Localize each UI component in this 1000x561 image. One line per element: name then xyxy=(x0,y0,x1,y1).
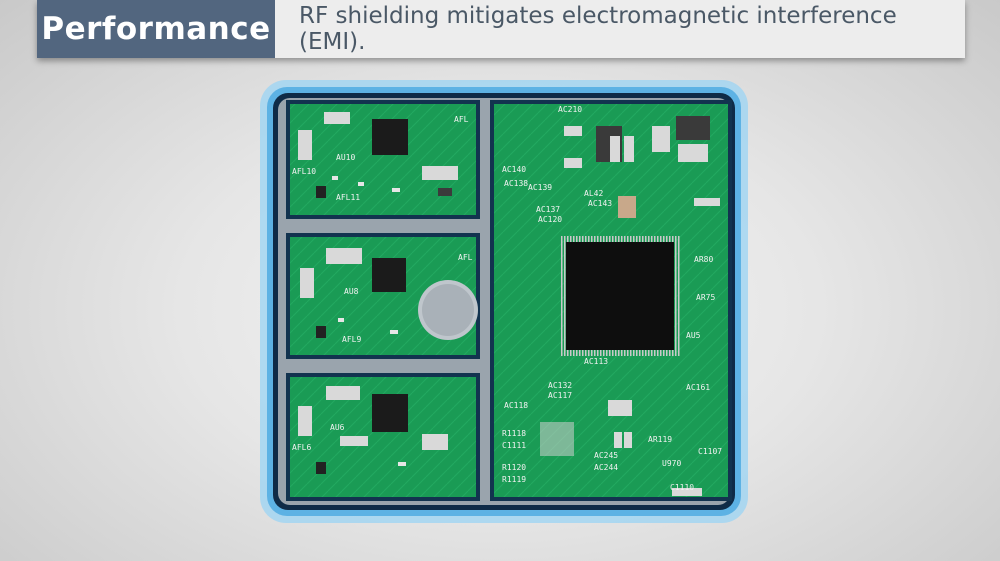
section-subtitle: RF shielding mitigates electromagnetic i… xyxy=(275,0,965,58)
section-title: Performance xyxy=(37,0,275,58)
silk-label: AC139 xyxy=(528,183,552,192)
silk-label: AFL xyxy=(458,253,473,262)
silk-label: U970 xyxy=(662,459,681,468)
silk-label: AU5 xyxy=(686,331,701,340)
silk-label: AC161 xyxy=(686,383,710,392)
shielded-board-image: AU10 AFL11 AFL10 AFL AU8 AFL9 AFL xyxy=(258,78,750,525)
silk-label: AR119 xyxy=(648,435,672,444)
silk-label: AC117 xyxy=(548,391,572,400)
silk-label: AR80 xyxy=(694,255,713,264)
silk-label: R1120 xyxy=(502,463,526,472)
module-2: AU8 AFL9 AFL xyxy=(286,233,480,359)
silk-label: AC132 xyxy=(548,381,572,390)
silk-label: AC113 xyxy=(584,357,608,366)
silk-label: AFL11 xyxy=(336,193,360,202)
silk-label: AFL6 xyxy=(292,443,311,452)
silk-label: AC210 xyxy=(558,105,582,114)
silk-label: AC118 xyxy=(504,401,528,410)
silk-label: AFL9 xyxy=(342,335,361,344)
silk-label: AU6 xyxy=(330,423,345,432)
module-3: AU6 AFL6 xyxy=(286,373,480,501)
silk-label: C1111 xyxy=(502,441,526,450)
silk-label: AC120 xyxy=(538,215,562,224)
silk-label: AC140 xyxy=(502,165,526,174)
module-1: AU10 AFL11 AFL10 AFL xyxy=(286,100,480,219)
silk-label: AR75 xyxy=(696,293,715,302)
silk-label: AC137 xyxy=(536,205,560,214)
silk-label: AU10 xyxy=(336,153,355,162)
silk-label: AC244 xyxy=(594,463,618,472)
silk-label: R1119 xyxy=(502,475,526,484)
silk-label: C1110 xyxy=(670,483,694,492)
silk-label: AL42 xyxy=(584,189,603,198)
main-module: AC210 AC140 AC138 AC139 AC137 AC120 AL42… xyxy=(490,100,732,501)
main-processor xyxy=(566,242,674,350)
header-banner: Performance RF shielding mitigates elect… xyxy=(37,0,965,58)
silk-label: AC245 xyxy=(594,451,618,460)
silk-label: AFL xyxy=(454,115,469,124)
silk-label: AC143 xyxy=(588,199,612,208)
silk-label: C1107 xyxy=(698,447,722,456)
silk-label: R1118 xyxy=(502,429,526,438)
silk-label: AFL10 xyxy=(292,167,316,176)
silk-label: AC138 xyxy=(504,179,528,188)
silk-label: AU8 xyxy=(344,287,359,296)
